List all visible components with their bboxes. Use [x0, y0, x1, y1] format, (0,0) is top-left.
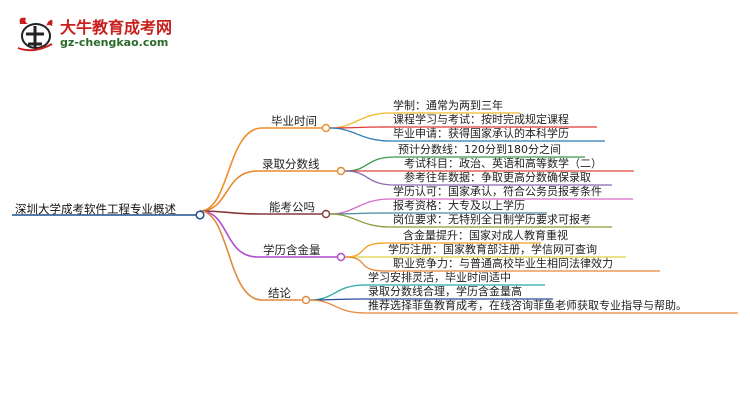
logo-url: gz-chengkao.com	[60, 36, 169, 49]
leaf-label: 学习安排灵活，毕业时间适中	[368, 271, 511, 284]
root-node-dot	[195, 210, 205, 220]
leaf-connector	[344, 156, 396, 172]
logo-title: 大牛教育成考网	[60, 18, 173, 37]
branch-connector	[199, 210, 263, 301]
branch-connector	[199, 170, 259, 212]
branch-node-dot	[321, 209, 331, 219]
branch-label-admission-score: 录取分数线	[262, 157, 320, 171]
branch-node-dot	[301, 295, 311, 305]
leaf-connector	[329, 127, 391, 142]
leaf-label: 毕业申请：获得国家承认的本科学历	[393, 127, 569, 140]
leaf-label: 参考往年数据：争取更高分数确保录取	[404, 171, 591, 184]
branch-connector	[199, 127, 263, 212]
leaf-connector	[309, 284, 366, 301]
leaf-connector	[344, 256, 386, 272]
site-logo[interactable]: 大牛教育成考网 gz-chengkao.com	[10, 12, 180, 56]
branch-node-dot	[336, 252, 346, 262]
root-node-label: 深圳大学成考软件工程专业概述	[15, 202, 176, 216]
branch-label-civil-service: 能考公吗	[269, 200, 315, 214]
branch-label-conclusion: 结论	[268, 286, 291, 300]
branch-label-degree-value: 学历含金量	[263, 243, 321, 257]
branch-connector	[199, 210, 263, 215]
leaf-label: 预计分数线：120分到180分之间	[398, 143, 561, 156]
leaf-connector	[329, 112, 391, 129]
leaf-label: 含金量提升：国家对成人教育重视	[403, 229, 568, 242]
leaf-connector	[309, 299, 366, 314]
branch-label-graduation-time: 毕业时间	[271, 114, 317, 128]
leaf-label: 学历注册：国家教育部注册，学信网可查询	[388, 243, 597, 256]
leaf-label: 课程学习与考试：按时完成规定课程	[393, 113, 569, 126]
leaf-label: 岗位要求：无特别全日制学历要求可报考	[393, 213, 591, 226]
leaf-connector	[329, 198, 391, 215]
leaf-label: 学历认可：国家承认，符合公务员报考条件	[393, 185, 602, 198]
branch-node-dot	[321, 123, 331, 133]
leaf-label: 考试科目：政治、英语和高等数学（二）	[404, 157, 602, 170]
leaf-label: 学制：通常为两到三年	[393, 99, 503, 112]
bull-logo-icon	[17, 17, 53, 52]
leaf-label: 职业竞争力：与普通高校毕业生相同法律效力	[393, 257, 613, 270]
branch-node-dot	[336, 166, 346, 176]
leaf-label: 报考资格：大专及以上学历	[393, 199, 525, 212]
leaf-label: 录取分数线合理，学历含金量高	[368, 285, 522, 298]
branch-connector	[199, 210, 259, 258]
leaf-label: 推荐选择菲鱼教育成考，在线咨询菲鱼老师获取专业指导与帮助。	[368, 299, 687, 312]
leaf-connector	[344, 170, 396, 186]
leaf-connector	[329, 213, 391, 228]
leaf-connector	[344, 242, 386, 258]
